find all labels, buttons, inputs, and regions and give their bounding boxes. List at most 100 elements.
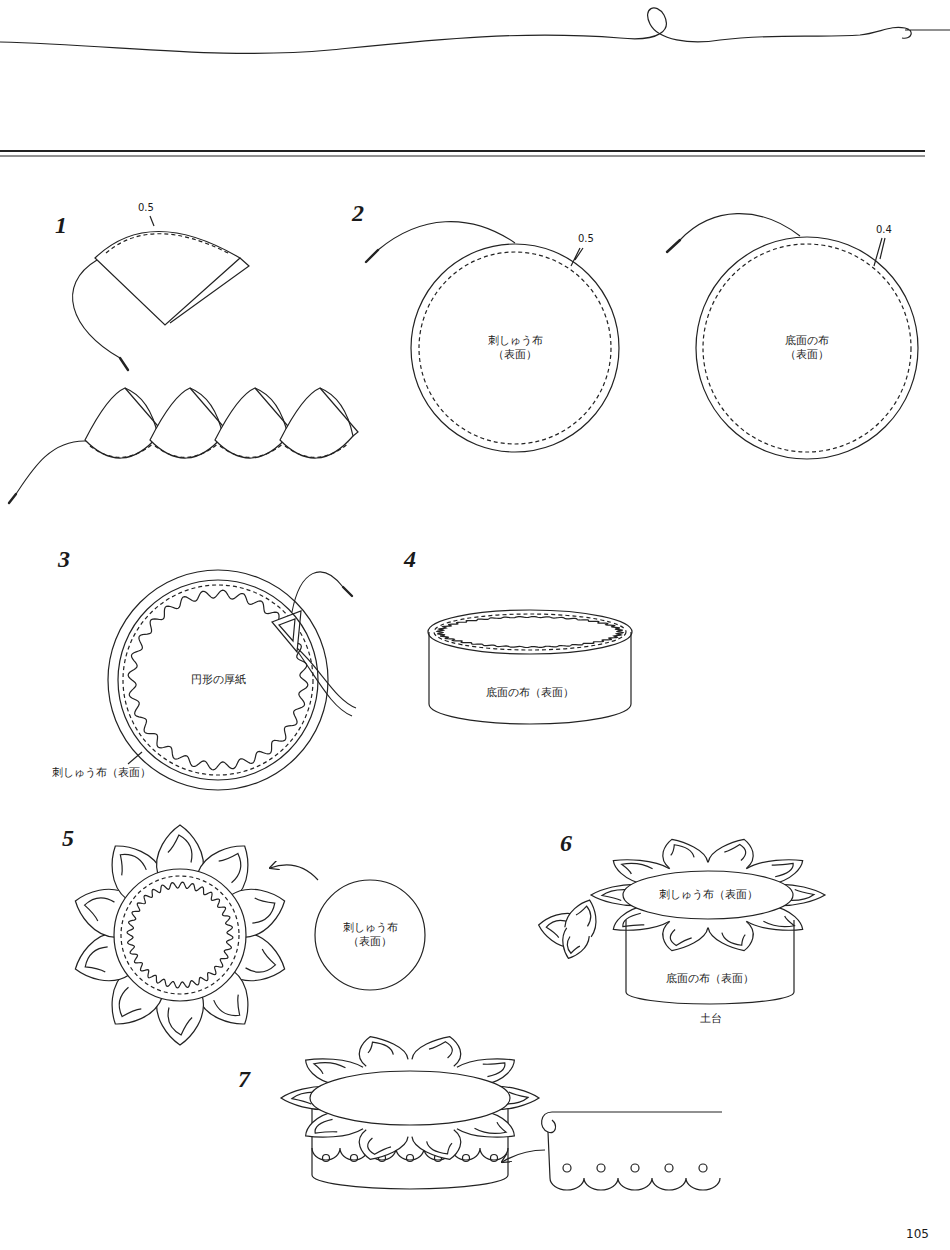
lace-hole (323, 1155, 330, 1162)
part-label: 底面の布（表面） (486, 686, 574, 700)
part-label: 底面の布 （表面） (785, 334, 829, 363)
dimension: 0.5 (578, 233, 594, 244)
node-outline (625, 920, 795, 1004)
petal-fold (111, 847, 147, 883)
header-thread (0, 8, 950, 53)
running-stitch (220, 443, 284, 457)
top-oval (310, 1071, 510, 1125)
lace-curl (542, 1112, 556, 1133)
running-stitch (90, 443, 154, 457)
lace-hole (665, 1164, 673, 1172)
outline (411, 244, 619, 452)
outline (623, 871, 793, 919)
petal-fold (213, 847, 249, 883)
dimension-leader (571, 248, 583, 266)
folded-petal (280, 388, 353, 458)
petal-fold (616, 859, 653, 877)
part-label: 刺しゅう布 （表面） (343, 921, 398, 950)
part-label: 土台 (700, 1013, 722, 1025)
petal-fold (574, 904, 595, 927)
petal-fold (474, 1058, 513, 1077)
part-label: 底面の布（表面） (666, 972, 754, 986)
petal-fold (763, 913, 800, 931)
lace-hole (491, 1155, 498, 1162)
petal-fold (307, 1058, 346, 1077)
thread (16, 441, 86, 494)
petal-fold (245, 946, 279, 977)
gathered-edge (437, 617, 623, 648)
petal-outline (157, 825, 204, 875)
petal-fold (721, 843, 751, 861)
petal-outline (348, 1033, 410, 1066)
petal-fold (308, 1119, 347, 1138)
node-outline (428, 632, 632, 724)
part-label: 刺しゅう布（表面） (52, 767, 151, 779)
outline (118, 580, 318, 780)
petal-outline (411, 1033, 473, 1066)
flower (68, 825, 292, 1045)
petal (411, 1033, 473, 1066)
lace-hole (631, 1164, 639, 1172)
petal-fold (665, 929, 695, 947)
petal-fold (362, 1040, 394, 1058)
petal-fold (721, 929, 751, 947)
part-label: 刺しゅう布（表面） (659, 888, 758, 902)
lace-hole (463, 1155, 470, 1162)
petal (411, 1130, 473, 1163)
lace-strip (548, 1132, 720, 1190)
header-rule (0, 150, 925, 152)
needle (366, 250, 378, 262)
gathered-edge (127, 882, 233, 988)
step-number: 2 (352, 200, 364, 226)
stitch-line (703, 244, 911, 452)
move-arrow (270, 865, 318, 880)
flower-center (114, 869, 246, 1001)
step-number: 6 (560, 830, 572, 856)
outline (429, 632, 631, 724)
thread (680, 214, 800, 240)
petal-fold (426, 1138, 458, 1156)
cylinder-top (428, 610, 632, 654)
needle (667, 240, 680, 252)
petal-outline (411, 1130, 473, 1163)
fold-edge (170, 258, 249, 323)
petal-outline (348, 1130, 410, 1163)
running-stitch (106, 234, 230, 254)
flower (281, 1033, 539, 1163)
petal (157, 995, 204, 1045)
gathered-edge (128, 590, 308, 770)
stitch-line (121, 876, 239, 994)
petal (348, 1033, 410, 1066)
petal-outline (556, 928, 590, 963)
petal (348, 1130, 410, 1163)
petal (157, 825, 204, 875)
folded-petal (85, 388, 158, 458)
needle (343, 587, 352, 596)
thread (292, 572, 343, 612)
petal-fold (426, 1040, 458, 1058)
fabric-circle: 刺しゅう布 （表面） (314, 879, 426, 991)
cardboard-wedge-inner (279, 619, 295, 641)
petal-outline (157, 995, 204, 1045)
petal-fold (81, 893, 115, 924)
petal-fold (245, 893, 279, 924)
petal-fold (665, 843, 695, 861)
cardboard-circle: 円形の厚紙 (117, 579, 319, 781)
header-rule (0, 156, 925, 157)
petal-fold (362, 1138, 394, 1156)
move-arrow (502, 1150, 545, 1162)
petal (707, 921, 765, 954)
step-number: 5 (62, 825, 74, 851)
petal-fold (168, 835, 192, 863)
page-number: 105 (906, 1228, 929, 1241)
petal-fold (81, 946, 115, 977)
petal-fold (474, 1119, 513, 1138)
lace-hole (563, 1164, 571, 1172)
petal-outline (707, 921, 765, 954)
outline (315, 880, 425, 990)
top-oval: 刺しゅう布（表面） (622, 870, 794, 920)
step-number: 4 (404, 546, 416, 572)
petal-fold (168, 1008, 192, 1036)
